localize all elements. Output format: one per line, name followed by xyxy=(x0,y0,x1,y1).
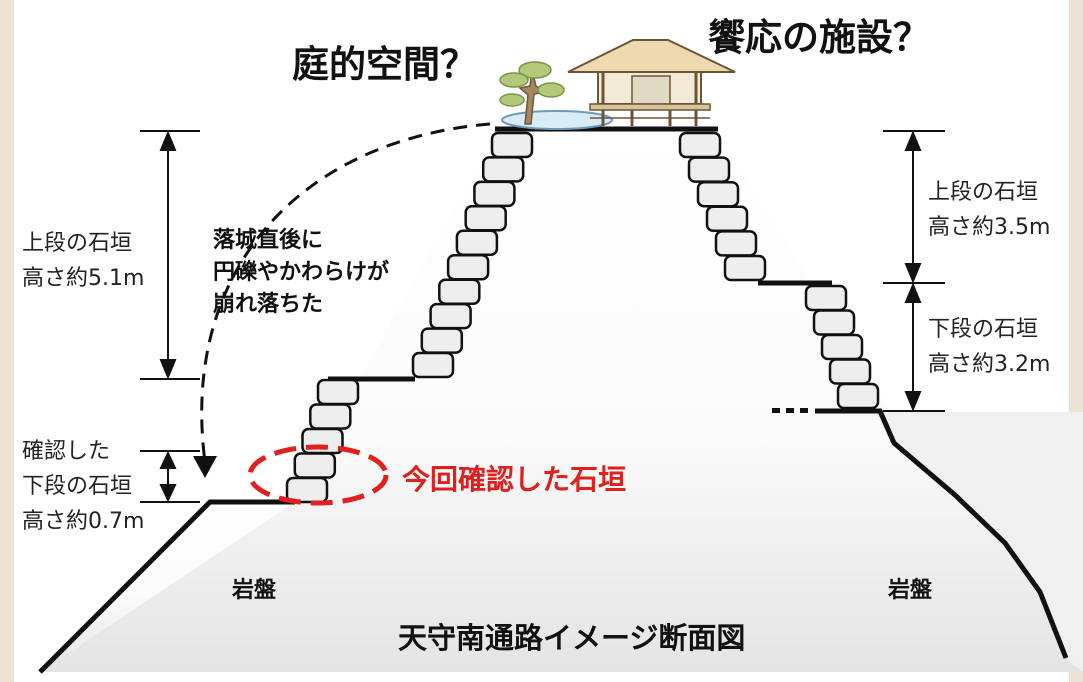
stone-block xyxy=(293,452,337,479)
right-height-dimension xyxy=(883,130,945,412)
right-upper-wall-height: 高さ約3.5m xyxy=(928,215,1050,240)
bedrock-left-outline xyxy=(38,499,295,674)
stone-wall-left-lower xyxy=(285,378,360,504)
confirmed-wall-label: 今回確認した石垣 xyxy=(402,463,626,496)
stone-block xyxy=(714,230,758,257)
stone-block xyxy=(490,131,534,159)
stone-block xyxy=(464,205,507,232)
stone-block xyxy=(455,229,499,257)
stone-block xyxy=(723,254,767,282)
pine-tree-icon xyxy=(499,61,565,125)
garden-label: 庭的空間？ xyxy=(292,43,477,86)
left-upper-wall-label: 上段の石垣 xyxy=(22,231,132,256)
bedrock-right-label: 岩盤 xyxy=(887,577,933,603)
stone-wall-left-upper xyxy=(411,131,534,379)
right-upper-wall-label: 上段の石垣 xyxy=(928,180,1038,205)
stone-block xyxy=(446,253,490,281)
stone-block xyxy=(705,205,749,233)
stone-block xyxy=(438,278,481,305)
stone-wall-right-upper xyxy=(678,131,767,282)
stone-block xyxy=(804,284,848,312)
stone-block xyxy=(316,378,360,406)
stone-block xyxy=(481,156,525,183)
stone-block xyxy=(309,403,352,430)
right-base-dots xyxy=(772,408,808,413)
rock-mass-fill xyxy=(40,128,1083,672)
left-lower-wall-height: 高さ約0.7m xyxy=(22,509,144,534)
collapse-arrowhead-icon xyxy=(193,456,217,478)
stone-block xyxy=(687,156,731,183)
fallen-note-line-3: 崩れ落ちた xyxy=(213,292,323,317)
left-lower-wall-label-2: 下段の石垣 xyxy=(22,474,132,499)
facility-label: 饗応の施設？ xyxy=(708,16,930,59)
bedrock-right-fill xyxy=(875,412,1083,672)
right-base-outline xyxy=(815,408,1069,659)
pavilion-building-icon xyxy=(567,39,736,126)
collapse-arrow xyxy=(200,122,491,463)
fallen-note-line-2: 円礫やかわらけが xyxy=(213,259,389,285)
stone-block xyxy=(473,180,516,208)
confirmed-wall-highlight xyxy=(247,444,389,506)
right-lower-wall-height: 高さ約3.2m xyxy=(928,352,1050,377)
stone-block xyxy=(285,476,329,504)
diagram-title: 天守南通路イメージ断面図 xyxy=(398,621,745,655)
pond xyxy=(501,110,613,130)
stone-block xyxy=(411,351,455,379)
stone-wall-right-lower xyxy=(804,284,880,410)
stone-block xyxy=(820,333,864,361)
left-height-dimension xyxy=(140,130,200,503)
stone-block xyxy=(836,382,880,410)
bedrock-left-label: 岩盤 xyxy=(231,577,277,603)
left-upper-wall-height: 高さ約5.1m xyxy=(22,266,144,291)
stone-block xyxy=(420,327,464,354)
frame-left-edge xyxy=(0,0,14,682)
left-lower-wall-label-1: 確認した xyxy=(22,439,110,464)
stone-block xyxy=(828,358,872,385)
stone-block xyxy=(696,180,740,208)
stone-block xyxy=(678,131,722,159)
stone-block xyxy=(812,309,856,336)
right-lower-wall-label: 下段の石垣 xyxy=(928,317,1038,342)
stone-block xyxy=(429,302,472,330)
fallen-note-line-1: 落城直後に xyxy=(213,227,323,253)
